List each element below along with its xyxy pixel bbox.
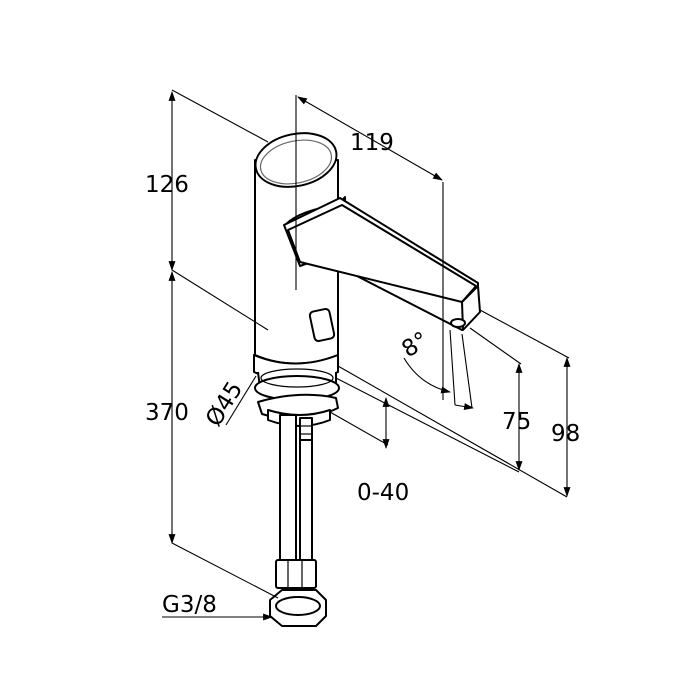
dimension-lines <box>162 89 571 621</box>
dim-counter-thickness: 0-40 <box>357 480 409 506</box>
dim-angle: 8° <box>397 327 433 363</box>
dim-spout-reach: 119 <box>350 130 394 156</box>
dim-total-height: 370 <box>145 400 189 426</box>
dim-height-top: 126 <box>145 172 189 198</box>
dim-spout-height: 75 <box>502 409 531 435</box>
supply-hose <box>269 414 327 627</box>
dim-diameter: Ø45 <box>201 377 248 431</box>
faucet-spout <box>283 196 481 331</box>
dim-connection-thread: G3/8 <box>162 592 217 618</box>
dim-body-height: 98 <box>551 421 580 447</box>
